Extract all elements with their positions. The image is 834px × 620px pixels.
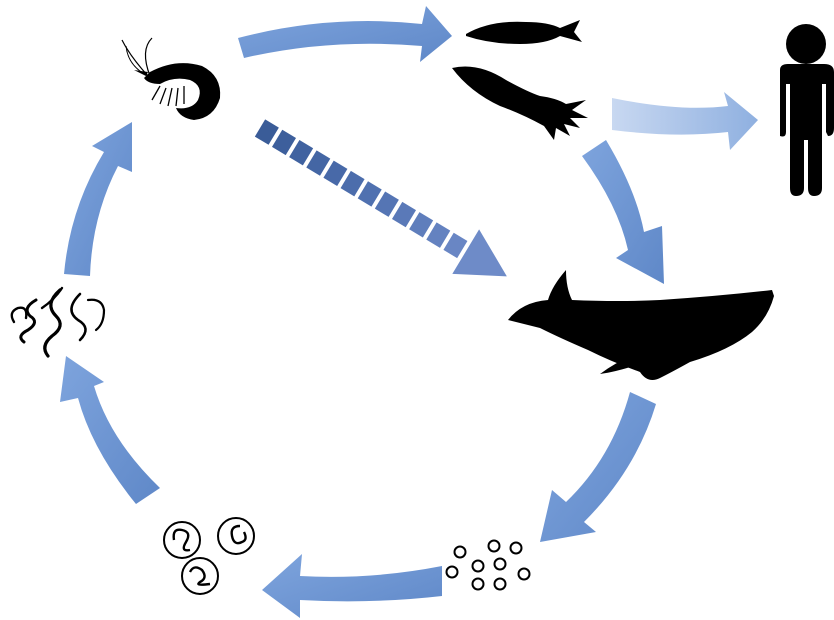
arrow-shrimp-to-fish: [238, 6, 452, 62]
eggs-icon: [447, 541, 530, 590]
fish-icon: [466, 20, 582, 44]
larvae-icon: [12, 288, 104, 356]
arrow-eggs-to-embryonated: [262, 554, 442, 618]
arrow-embryonated-to-larvae: [60, 356, 160, 504]
arrow-squid-to-whale: [582, 140, 664, 284]
arrow-shrimp-to-whale-dashed: [247, 106, 521, 299]
embryonated-eggs-icon: [164, 518, 254, 594]
arrow-larvae-to-shrimp: [64, 122, 132, 276]
squid-icon: [452, 67, 588, 141]
shrimp-icon: [122, 38, 220, 120]
arrow-fish-to-human: [612, 92, 758, 150]
human-icon: [780, 24, 834, 196]
whale-icon: [508, 270, 774, 380]
arrow-whale-to-eggs: [540, 392, 656, 542]
